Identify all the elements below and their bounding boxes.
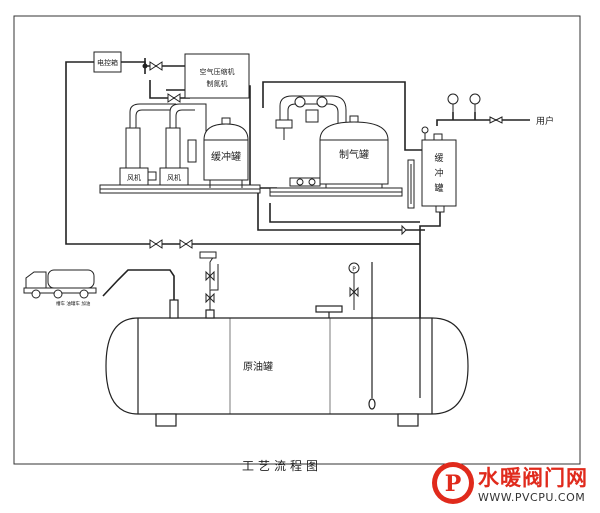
fan-label-right: 风机 (167, 173, 181, 182)
diagram-frame (13, 15, 581, 465)
buffer-tank-right-label-1: 缓 (434, 152, 443, 164)
truck-note: 槽车 油罐车 加油 (56, 300, 91, 307)
crude-tank-label: 原油罐 (243, 360, 273, 373)
buffer-tank-right-label-2: 冲 (434, 167, 443, 179)
main-line-valves (149, 224, 407, 249)
watermark-name: 水暖阀门网 (478, 466, 588, 490)
buffer-tank-right (407, 126, 457, 213)
compressor-label-2: 制氮机 (207, 79, 228, 88)
user-label: 用户 (536, 115, 554, 127)
right-skid-unit (269, 95, 403, 197)
air-compressor-box (184, 53, 250, 99)
gas-tank-label: 制气罐 (339, 148, 369, 161)
logo-mark-icon: P (432, 462, 474, 504)
watermark-url: WWW.PVCPU.COM (478, 491, 586, 504)
tank-vent-valves (199, 251, 360, 310)
buffer-tank-right-label-3: 罐 (434, 182, 443, 194)
crude-oil-tank (105, 262, 469, 427)
watermark-logo: P 水暖阀门网 WWW.PVCPU.COM (430, 458, 600, 513)
buffer-tank-left-label: 缓冲罐 (211, 150, 241, 163)
header-valves (142, 61, 181, 103)
fan-label-left: 风机 (127, 173, 141, 182)
compressor-label-1: 空气压缩机 (200, 67, 235, 76)
svg-text:P: P (445, 471, 462, 497)
outlet-gauges (447, 93, 503, 124)
diagram-title: 工艺流程图 (242, 458, 322, 473)
control-box-label: 电控箱 (97, 58, 118, 67)
left-skid-unit (99, 103, 261, 194)
control-box (93, 51, 122, 73)
tanker-truck (23, 269, 97, 299)
tank-pressure-gauge-label: P (352, 266, 356, 273)
